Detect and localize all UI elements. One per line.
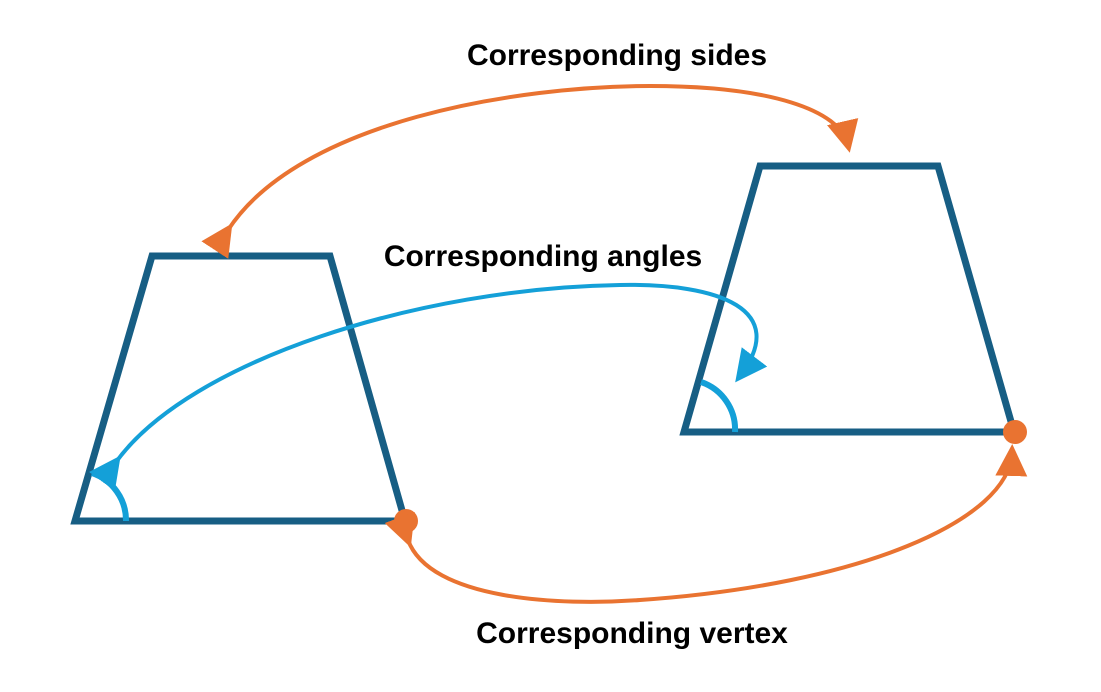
right-vertex-dot — [1003, 420, 1027, 444]
corresponding-angles-arrow — [88, 282, 768, 491]
right-trapezoid — [679, 162, 1019, 436]
corresponding-vertex-label: Corresponding vertex — [476, 617, 788, 650]
left-angle-arc — [90, 470, 130, 522]
corresponding-angles-label: Corresponding angles — [384, 240, 702, 273]
right-angle-arc — [699, 379, 739, 433]
corresponding-vertex-arrow — [384, 444, 1028, 604]
corresponding-sides-label: Corresponding sides — [467, 39, 767, 72]
left-trapezoid — [70, 252, 410, 525]
left-vertex-dot — [394, 509, 418, 533]
corresponding-sides-arrow — [201, 83, 859, 259]
